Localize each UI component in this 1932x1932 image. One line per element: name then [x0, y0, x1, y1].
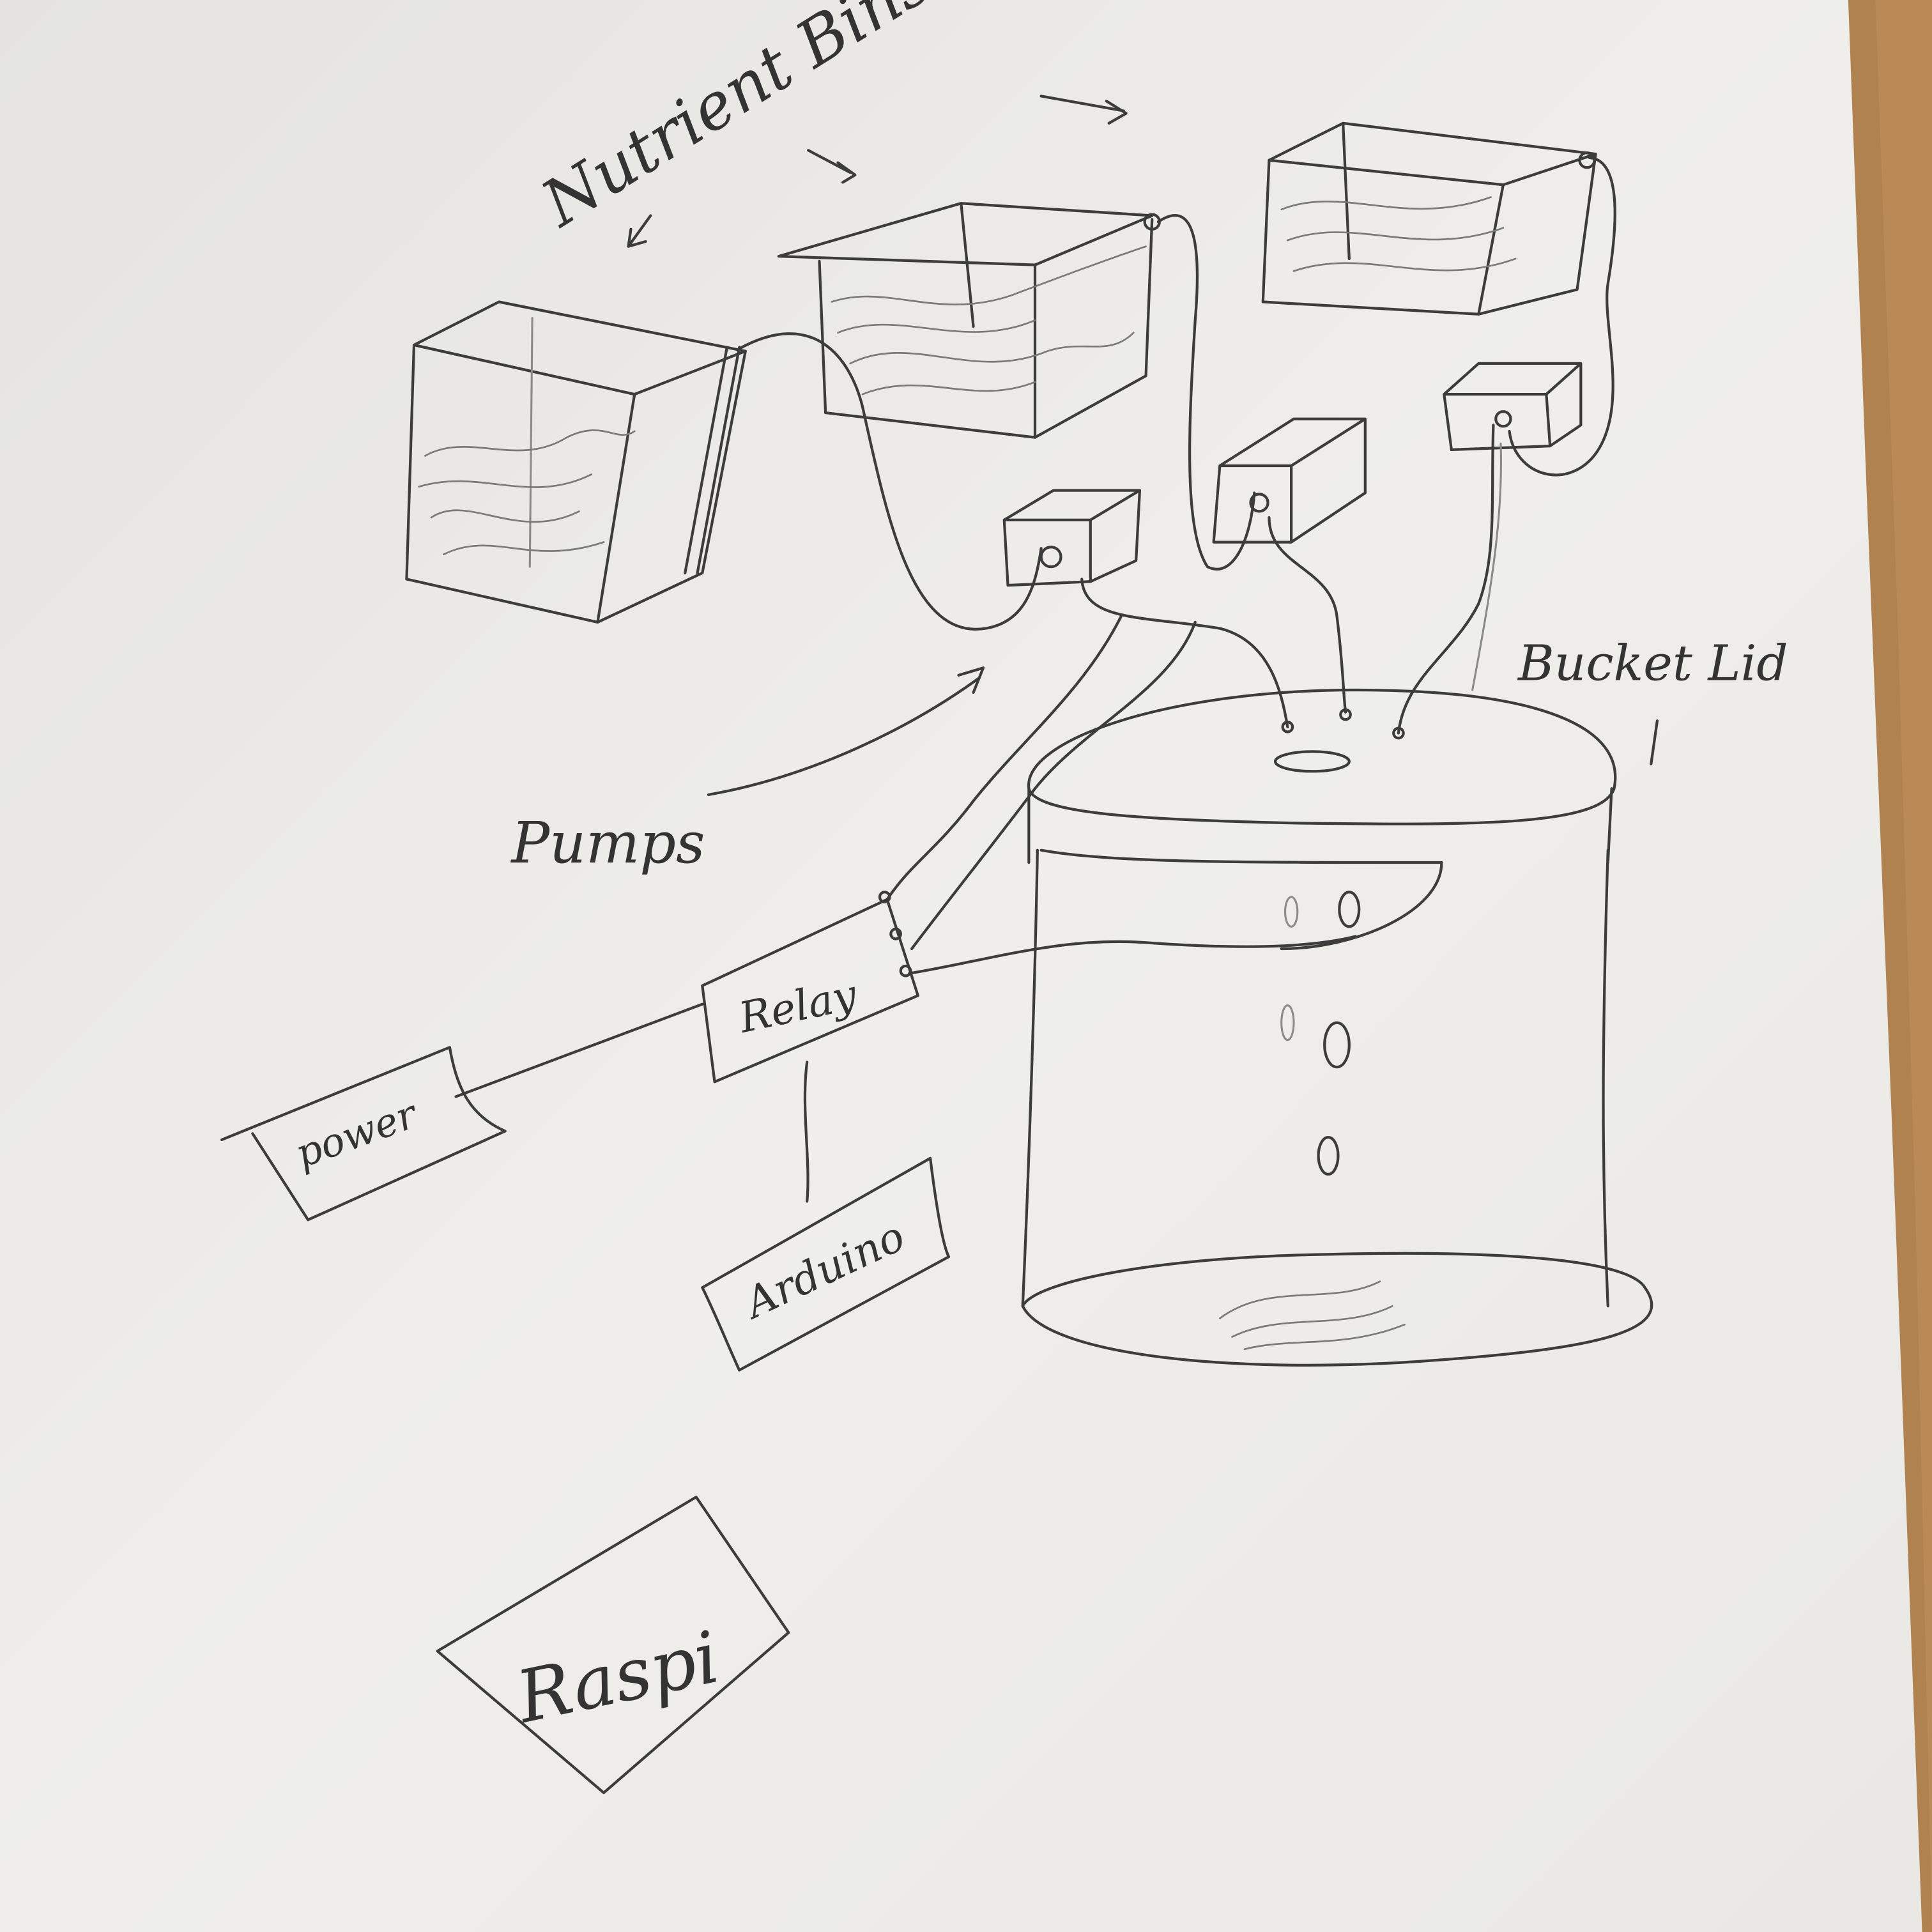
power-wire — [454, 1002, 704, 1098]
arrow-icons — [627, 95, 1128, 248]
nutrient-bin-3 — [1261, 121, 1597, 316]
pumps-pointer-arrow — [707, 666, 985, 797]
bucket-lid-label: Bucket Lid — [1517, 635, 1788, 765]
svg-text:Bucket Lid: Bucket Lid — [1517, 635, 1788, 693]
pumps-label: Pumps — [510, 810, 705, 876]
pump-2 — [1212, 417, 1367, 544]
nutrient-bin-2 — [777, 202, 1161, 439]
arrow-down-left-icon — [627, 214, 652, 248]
tubes — [738, 156, 1616, 975]
bucket — [1021, 688, 1653, 1367]
arrow-right-icon — [807, 149, 857, 184]
nutrient-bin-1 — [405, 300, 747, 624]
arduino-wire — [803, 1061, 809, 1203]
pump-1 — [1002, 489, 1142, 587]
water-drops — [1280, 891, 1361, 1176]
arrow-right-icon — [1039, 95, 1128, 125]
